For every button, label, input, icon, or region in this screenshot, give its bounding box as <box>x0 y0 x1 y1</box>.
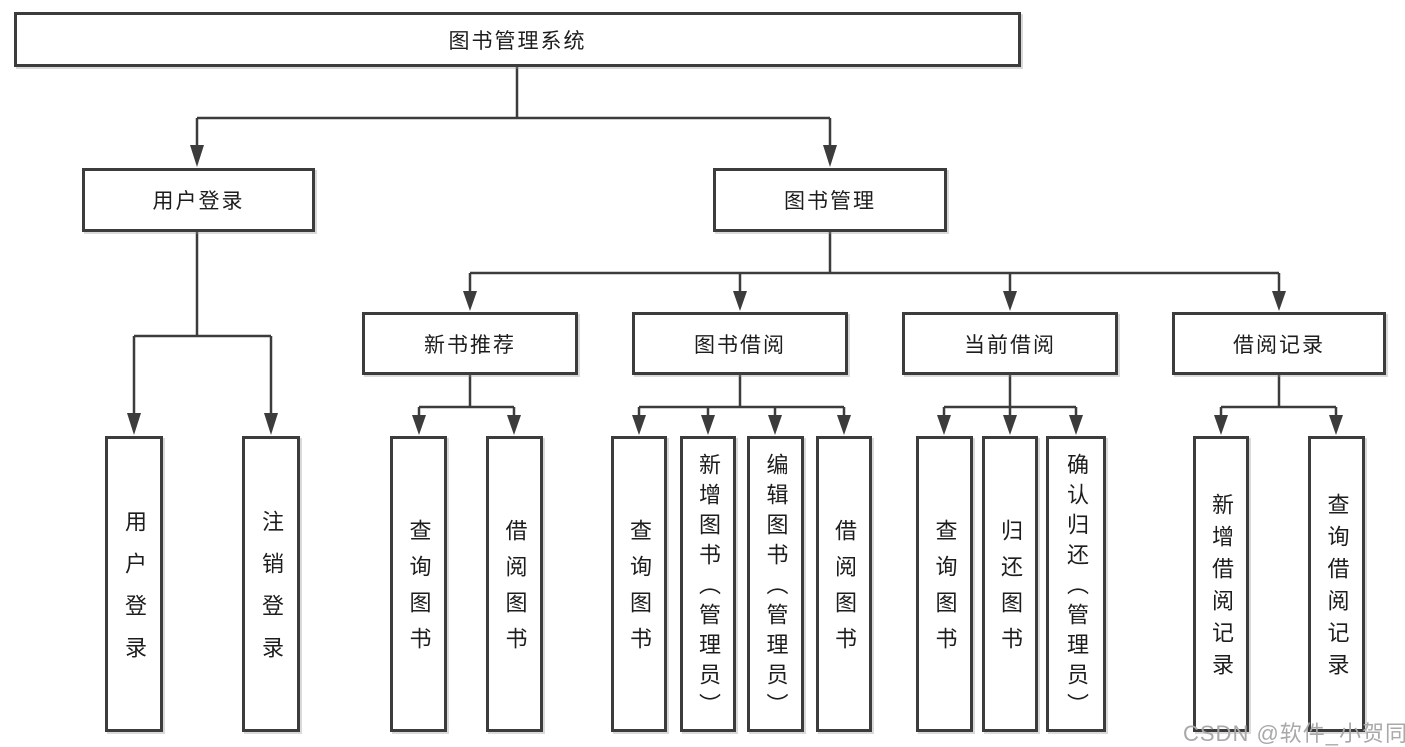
node-new-book-recommend: 新书推荐 <box>362 312 578 375</box>
leaf-logout: 注销登录 <box>242 436 300 732</box>
edge-bookmgmt-to-level3 <box>468 232 1281 293</box>
node-new-book-recommend-label: 新书推荐 <box>424 333 516 357</box>
leaf-borrow-query-label: 查询图书 <box>627 519 652 663</box>
node-borrow-record-label: 借阅记录 <box>1233 333 1325 357</box>
node-current-borrow: 当前借阅 <box>902 312 1118 375</box>
leaf-current-query: 查询图书 <box>916 436 973 732</box>
edge-currentborrow-to-leaves <box>942 375 1078 417</box>
leaf-record-query-label: 查询借阅记录 <box>1324 493 1350 685</box>
node-book-borrow: 图书借阅 <box>632 312 848 375</box>
leaf-current-return: 归还图书 <box>982 436 1038 732</box>
leaf-current-confirm-admin: 确认归还（管理员） <box>1046 436 1106 732</box>
node-user-login: 用户登录 <box>82 168 315 232</box>
leaf-borrow-borrow: 借阅图书 <box>816 436 872 732</box>
leaf-newbook-query: 查询图书 <box>390 436 447 732</box>
leaf-record-add: 新增借阅记录 <box>1193 436 1249 732</box>
leaf-user-login: 用户登录 <box>105 436 163 732</box>
leaf-logout-label: 注销登录 <box>259 510 284 678</box>
edge-borrowrecord-to-leaves <box>1219 375 1338 417</box>
node-book-management: 图书管理 <box>713 168 947 232</box>
leaf-record-add-label: 新增借阅记录 <box>1209 493 1234 685</box>
leaf-current-confirm-admin-label: 确认归还（管理员） <box>1064 453 1089 723</box>
leaf-newbook-borrow: 借阅图书 <box>486 436 543 732</box>
csdn-watermark: CSDN @软件_小贺同学 <box>1183 721 1405 746</box>
leaf-current-return-label: 归还图书 <box>998 519 1023 663</box>
edge-userlogin-to-leaves <box>132 232 273 415</box>
leaf-user-login-label: 用户登录 <box>122 510 147 678</box>
leaf-borrow-add-admin-label: 新增图书（管理员） <box>696 453 721 723</box>
leaf-borrow-add-admin: 新增图书（管理员） <box>680 436 736 732</box>
leaf-current-query-label: 查询图书 <box>932 519 958 663</box>
leaf-borrow-edit-admin-label: 编辑图书（管理员） <box>763 453 789 723</box>
edge-bookborrow-to-leaves <box>637 375 846 417</box>
node-book-borrow-label: 图书借阅 <box>694 333 786 357</box>
arrowheads <box>127 145 1343 435</box>
edge-newbookrec-to-leaves <box>417 375 516 417</box>
leaf-borrow-borrow-label: 借阅图书 <box>832 519 857 663</box>
node-borrow-record: 借阅记录 <box>1172 312 1386 375</box>
leaf-borrow-query: 查询图书 <box>611 436 667 732</box>
node-user-login-label: 用户登录 <box>152 190 245 213</box>
leaf-record-query: 查询借阅记录 <box>1308 436 1365 732</box>
node-library-system-label: 图书管理系统 <box>448 29 587 53</box>
node-current-borrow-label: 当前借阅 <box>964 333 1056 357</box>
edge-root-to-level2 <box>195 67 832 147</box>
leaf-borrow-edit-admin: 编辑图书（管理员） <box>747 436 804 732</box>
node-library-system: 图书管理系统 <box>14 12 1021 67</box>
leaf-newbook-query-label: 查询图书 <box>406 519 432 663</box>
node-book-management-label: 图书管理 <box>784 190 876 213</box>
leaf-newbook-borrow-label: 借阅图书 <box>502 519 528 663</box>
